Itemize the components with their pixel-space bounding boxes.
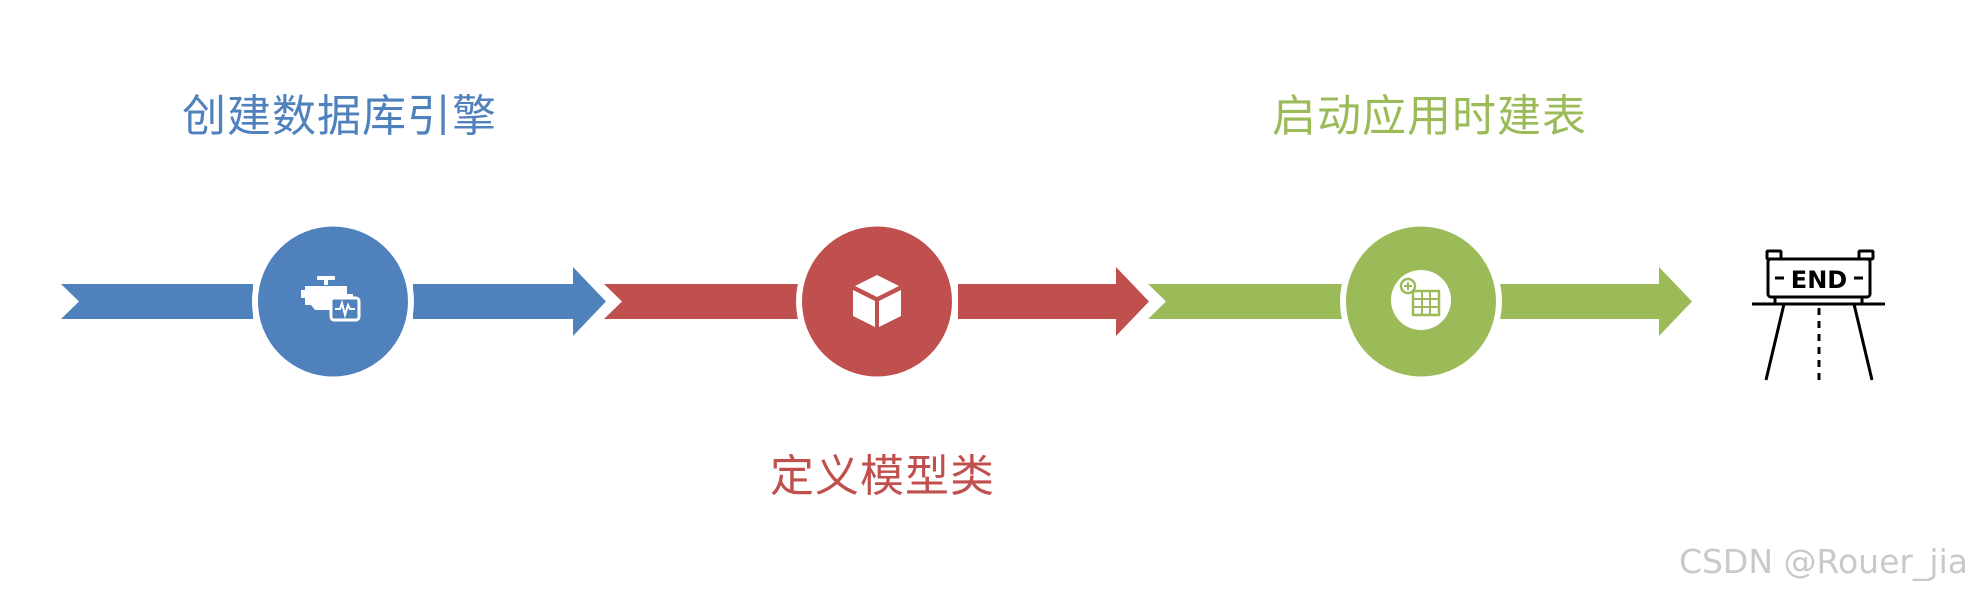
step3-incoming-arrow bbox=[1148, 284, 1342, 319]
end-sign-text: END bbox=[1791, 266, 1847, 294]
step2-outgoing-arrow bbox=[958, 267, 1149, 336]
watermark: CSDN @Rouer_jia bbox=[1678, 542, 1968, 581]
road-end-sign-icon bbox=[1752, 249, 1885, 381]
add-table-icon bbox=[1391, 270, 1451, 330]
step3-outgoing-arrow bbox=[1500, 267, 1692, 336]
step2-incoming-arrow bbox=[604, 284, 798, 319]
cube-icon bbox=[853, 275, 901, 327]
step1-label: 创建数据库引擎 bbox=[182, 91, 497, 142]
step1-outgoing-arrow bbox=[413, 267, 606, 336]
step1-incoming-arrow bbox=[61, 284, 253, 319]
step2-node bbox=[796, 220, 958, 383]
step3-label: 启动应用时建表 bbox=[1272, 91, 1587, 142]
step2-label: 定义模型类 bbox=[770, 451, 995, 502]
engine-icon bbox=[301, 276, 361, 322]
